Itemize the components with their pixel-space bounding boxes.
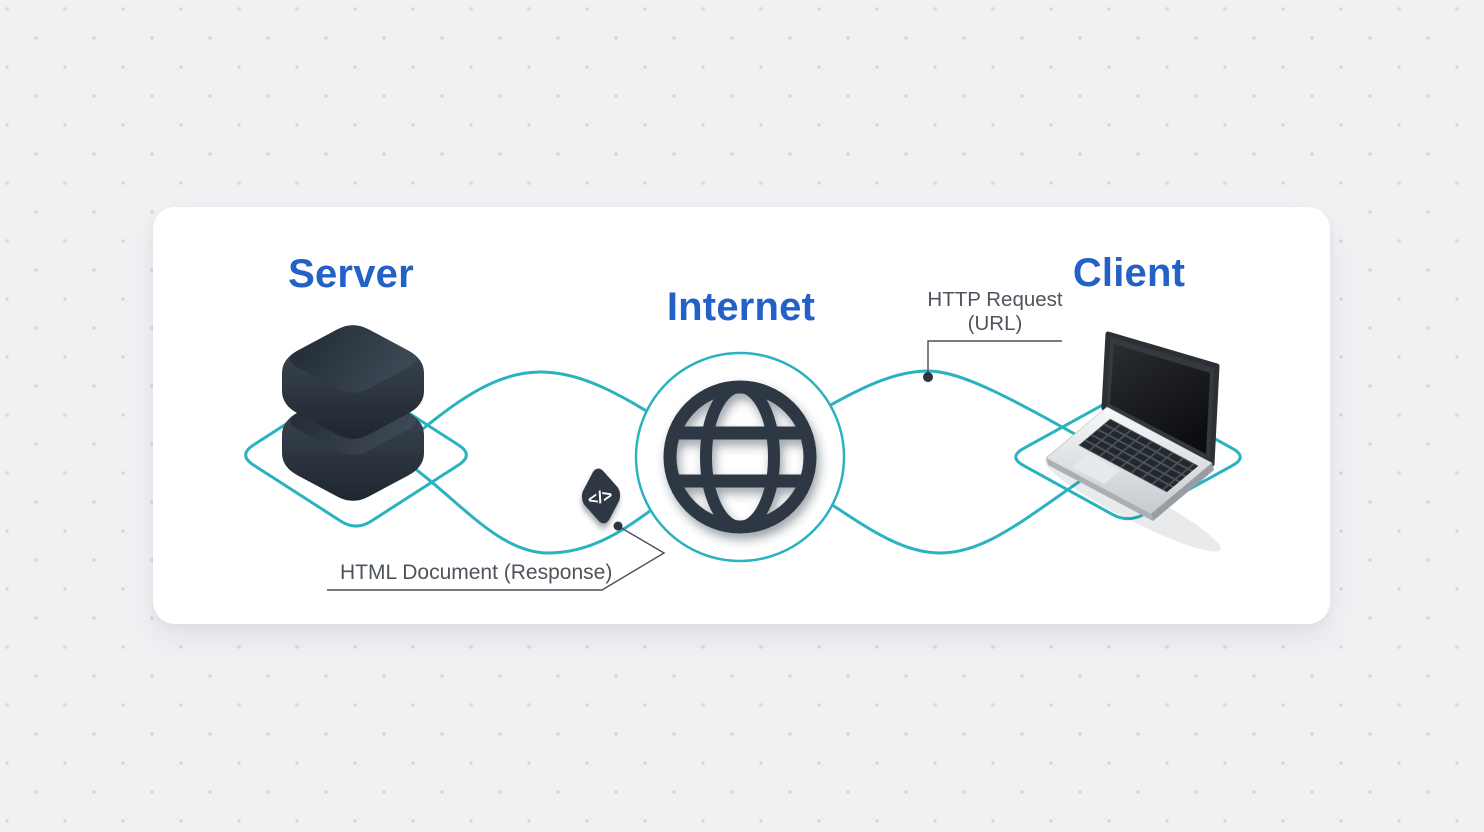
client-label: Client	[1072, 251, 1186, 295]
request-dot	[923, 372, 933, 382]
client-zone-diamond	[1014, 393, 1242, 521]
request-wave-upper	[820, 369, 1100, 449]
server-icon	[282, 325, 424, 501]
server-cube-top-top-face	[289, 325, 417, 393]
response-leader-line	[327, 525, 666, 591]
request-wave-lower	[818, 471, 1094, 555]
response-wave-upper	[406, 370, 670, 443]
http-request-annotation: HTTP Request (URL)	[895, 288, 1095, 336]
request-leader-line	[927, 340, 1062, 377]
globe-meridian	[700, 381, 780, 533]
internet-label: Internet	[666, 285, 816, 329]
laptop-trackpad	[1072, 454, 1121, 485]
http-request-label: HTTP Request	[927, 288, 1063, 311]
code-badge-icon: </>	[581, 468, 621, 524]
server-cube-top	[282, 325, 424, 439]
url-label: (URL)	[967, 312, 1023, 335]
html-response-label: HTML Document (Response)	[340, 561, 613, 584]
laptop-keyboard-keys	[1078, 418, 1199, 493]
laptop-icon	[1045, 331, 1221, 552]
code-badge-shape	[581, 468, 621, 524]
server-label: Server	[288, 252, 414, 296]
response-dot	[613, 521, 623, 531]
server-internet-connector	[406, 370, 670, 555]
server-zone-diamond	[244, 382, 468, 528]
internet-client-connector	[818, 369, 1100, 555]
laptop-screen	[1110, 344, 1210, 454]
laptop-deck-right-edge	[1151, 463, 1214, 521]
laptop-deck-front-edge	[1046, 458, 1153, 521]
response-wave-lower	[412, 466, 667, 555]
globe-icon	[663, 380, 817, 534]
